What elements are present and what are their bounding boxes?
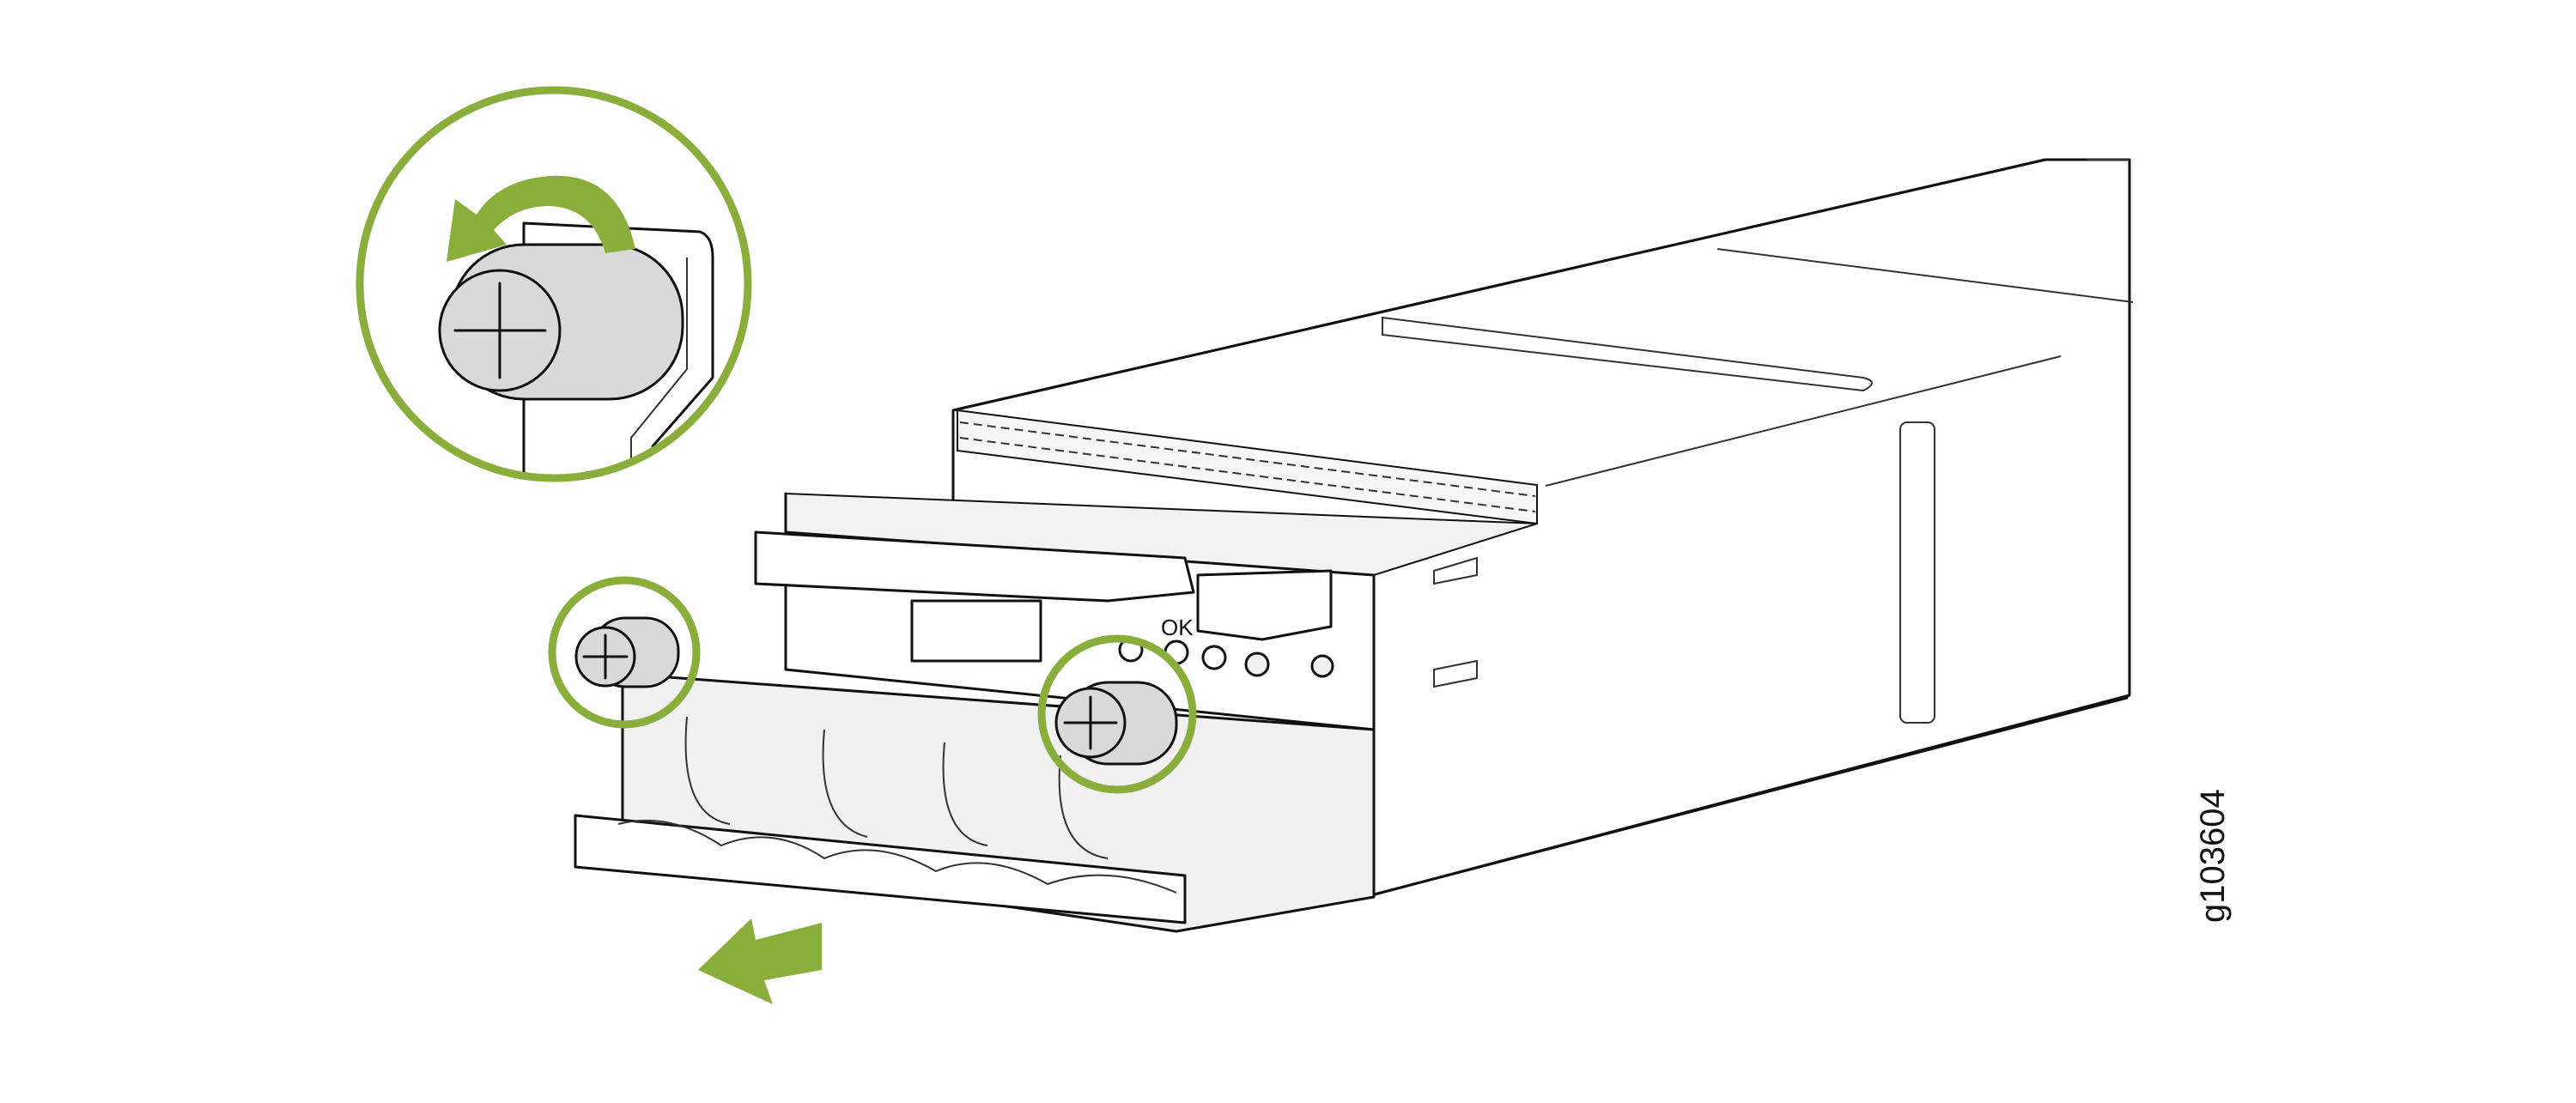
led-label-ok: OK	[1161, 615, 1194, 640]
rotate-counterclockwise-arrow-icon	[447, 175, 635, 262]
power-supply-body: OK	[574, 158, 2134, 933]
captive-screw-left[interactable]	[548, 576, 701, 729]
psu-handle[interactable]	[754, 530, 1195, 603]
pull-out-arrow-icon	[698, 918, 822, 1004]
highlight-ring	[548, 576, 701, 729]
screw-detail-inset	[355, 86, 752, 482]
highlight-ring	[1037, 634, 1197, 794]
figure-id-label: g103604	[2194, 789, 2232, 923]
captive-screw-right[interactable]	[1037, 634, 1197, 794]
